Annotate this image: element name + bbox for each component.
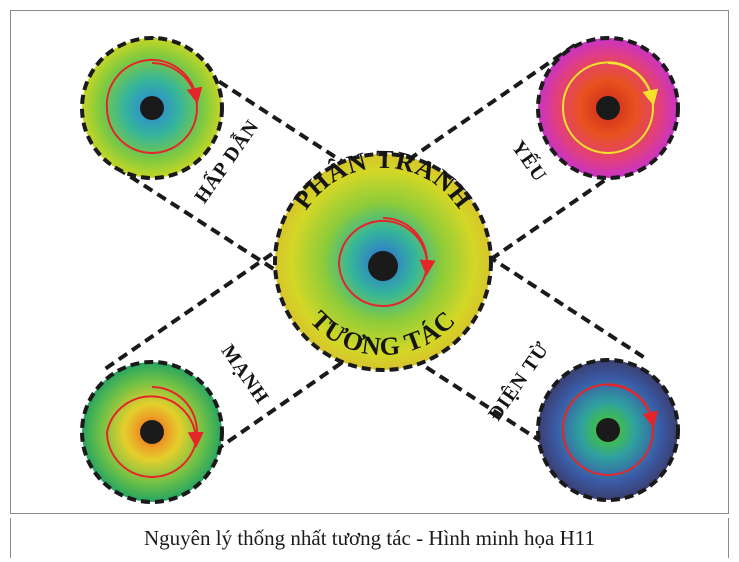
rotation-arrow [561,383,659,476]
gear-manh [80,360,224,504]
figure-caption: Nguyên lý thống nhất tương tác - Hình mi… [10,518,729,558]
rotation-arrow [105,58,203,154]
rotation-arrow [337,217,436,307]
hub [140,420,164,444]
hub [596,96,620,120]
gear-hap-dan [80,36,224,180]
hub [596,418,620,442]
force-unification-diagram: PHÂN TRANH TƯƠNG TÁC HẤP DẪN YẾU MẠNH ĐI… [80,36,680,504]
gear-center: PHÂN TRANH TƯƠNG TÁC [273,145,493,372]
hub [140,96,164,120]
gear-yeu [536,36,680,180]
rotation-arrow [105,386,204,478]
hub [368,251,398,281]
label-manh: MẠNH [217,341,274,409]
gear-dien-tu [536,358,680,502]
rotation-arrow [561,61,659,154]
